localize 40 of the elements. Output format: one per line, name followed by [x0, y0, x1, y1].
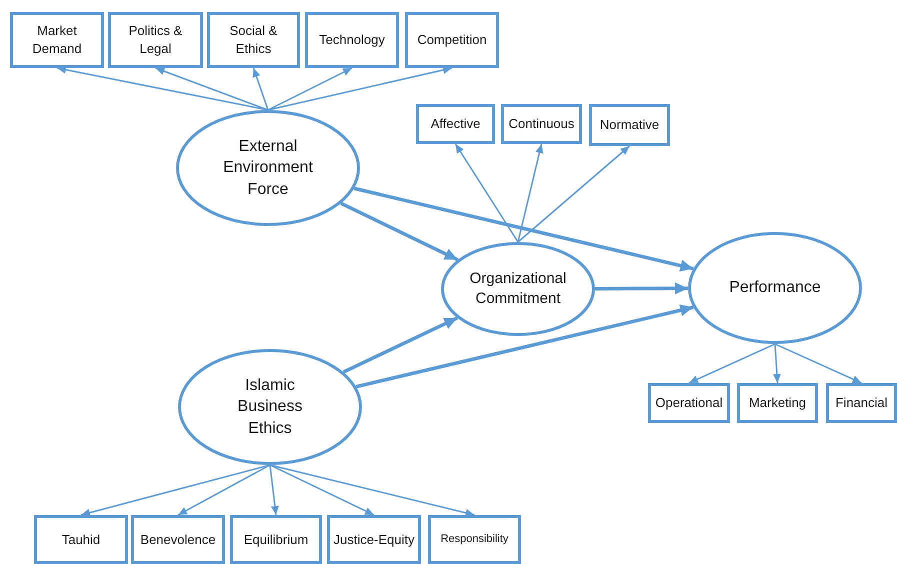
- arrow: [178, 464, 270, 516]
- construct-ellipse: Islamic Business Ethics: [178, 349, 362, 465]
- arrow: [340, 202, 458, 262]
- indicator-box: Market Demand: [10, 12, 104, 68]
- arrow: [454, 144, 519, 242]
- arrow: [269, 464, 279, 516]
- indicator-box: Marketing: [737, 383, 818, 423]
- arrow: [342, 316, 458, 374]
- arrow: [518, 145, 630, 243]
- arrow: [517, 144, 544, 242]
- indicator-box: Technology: [305, 12, 399, 68]
- arrow: [80, 464, 270, 517]
- arrow: [688, 343, 776, 384]
- indicator-box: Justice-Equity: [327, 515, 421, 564]
- indicator-box: Benevolence: [131, 515, 225, 564]
- construct-ellipse: External Environment Force: [176, 110, 360, 226]
- arrow: [595, 282, 688, 294]
- indicator-box: Tauhid: [34, 515, 128, 564]
- indicator-box: Social & Ethics: [207, 12, 300, 68]
- construct-ellipse: Organizational Commitment: [441, 242, 595, 336]
- arrow: [270, 464, 475, 517]
- indicator-box: Affective: [416, 104, 495, 144]
- arrow: [774, 343, 862, 384]
- arrow: [356, 304, 694, 388]
- indicator-box: Responsibility: [428, 515, 521, 564]
- indicator-box: Equilibrium: [230, 515, 322, 564]
- arrow: [354, 186, 694, 272]
- indicator-box: Continuous: [501, 104, 582, 144]
- arrow: [268, 66, 452, 111]
- indicator-box: Competition: [405, 12, 499, 68]
- indicator-box: Operational: [648, 383, 730, 423]
- indicator-box: Financial: [826, 383, 897, 423]
- indicator-box: Normative: [589, 104, 670, 146]
- arrow: [270, 464, 374, 516]
- arrow: [252, 68, 269, 110]
- construct-ellipse: Performance: [688, 232, 862, 344]
- arrow: [772, 344, 781, 384]
- indicator-box: Politics & Legal: [108, 12, 203, 68]
- arrow: [155, 67, 268, 111]
- arrow: [268, 67, 352, 111]
